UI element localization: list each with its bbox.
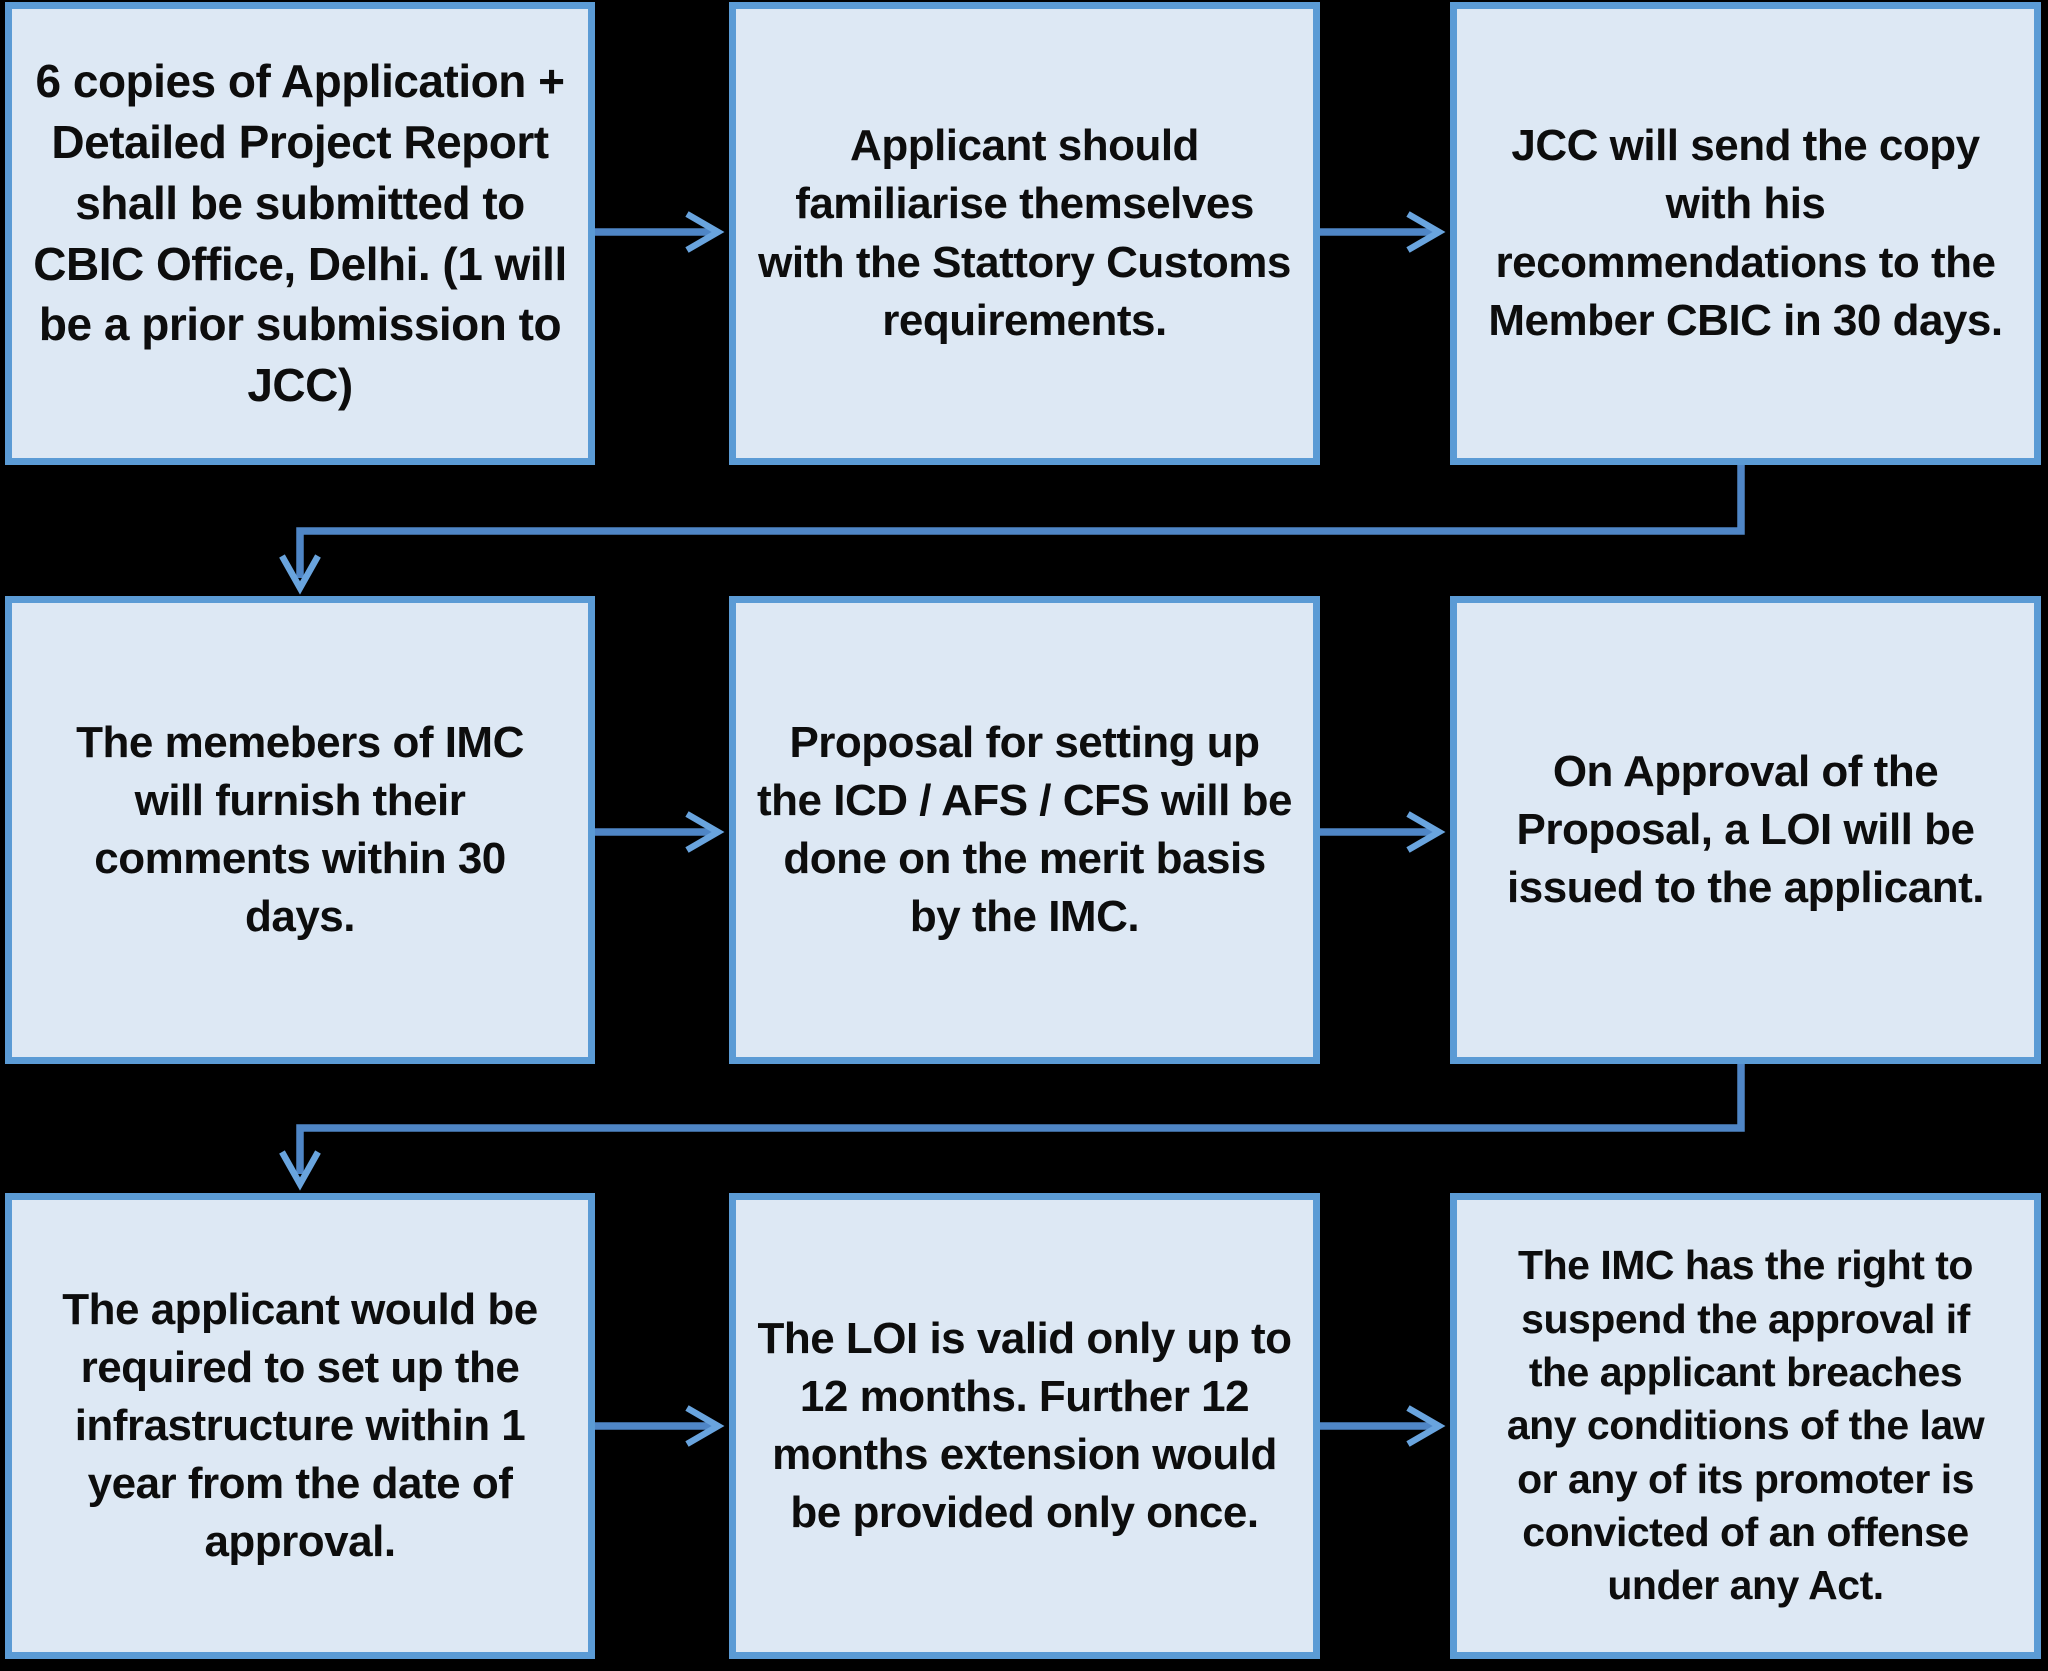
arrow-right-icon [595, 811, 725, 853]
arrow-right-icon [1320, 211, 1446, 253]
flow-step-8: The LOI is valid only up to 12 months. F… [729, 1193, 1320, 1659]
flow-step-8-text: The LOI is valid only up to 12 months. F… [757, 1313, 1292, 1538]
arrow-right-icon [595, 1405, 725, 1447]
flow-step-6-text: On Approval of the Proposal, a LOI will … [1507, 746, 1984, 913]
flow-step-3-text: JCC will send the copy with his recommen… [1488, 121, 2003, 345]
elbow-arrow-down-icon [279, 1064, 1745, 1191]
flow-step-1-text: 6 copies of Application + Detailed Proje… [33, 55, 567, 411]
flow-step-5-text: Proposal for setting up the ICD / AFS / … [757, 717, 1292, 942]
flow-step-4-text: The memebers of IMC will furnish their c… [76, 717, 524, 942]
arrow-right-icon [1320, 811, 1446, 853]
flow-step-9: The IMC has the right to suspend the app… [1450, 1193, 2041, 1659]
flow-step-2: Applicant should familiarise themselves … [729, 2, 1320, 465]
flow-step-4: The memebers of IMC will furnish their c… [5, 596, 595, 1064]
elbow-arrow-down-icon [279, 465, 1745, 595]
flow-step-7: The applicant would be required to set u… [5, 1193, 595, 1659]
flow-step-2-text: Applicant should familiarise themselves … [758, 121, 1291, 345]
flow-step-7-text: The applicant would be required to set u… [62, 1284, 538, 1567]
arrow-right-icon [1320, 1405, 1446, 1447]
flow-step-3: JCC will send the copy with his recommen… [1450, 2, 2041, 465]
flow-step-9-text: The IMC has the right to suspend the app… [1506, 1242, 1985, 1609]
flow-step-6: On Approval of the Proposal, a LOI will … [1450, 596, 2041, 1064]
flow-step-5: Proposal for setting up the ICD / AFS / … [729, 596, 1320, 1064]
arrow-right-icon [595, 211, 725, 253]
flow-step-1: 6 copies of Application + Detailed Proje… [5, 2, 595, 465]
